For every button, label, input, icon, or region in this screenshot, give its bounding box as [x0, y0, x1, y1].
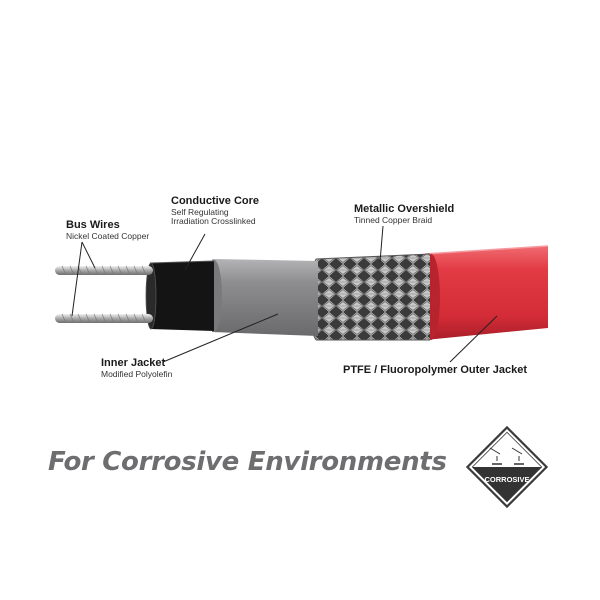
inner-jacket-subtitle: Modified Polyolefin: [101, 368, 173, 379]
callout-inner-jacket: Inner Jacket Modified Polyolefin: [101, 357, 172, 379]
dripping-tubes-icon: [489, 447, 524, 465]
inner-jacket-title: Inner Jacket: [101, 357, 166, 369]
badge-label: CORROSIVE: [484, 475, 529, 484]
leader-lines: [71, 225, 498, 363]
callout-conductive-core: Conductive Core Self Regulating Irradiat…: [171, 195, 259, 227]
conductive-core: [145, 260, 215, 331]
inner-jacket: [206, 259, 318, 336]
bus-wires: [55, 265, 153, 324]
conductive-core-subtitle-2: Irradiation Crosslinked: [171, 216, 256, 227]
bus-wires-title: Bus Wires: [66, 219, 120, 231]
metallic-overshield-title: Metallic Overshield: [354, 203, 455, 215]
conductive-core-title: Conductive Core: [171, 195, 260, 207]
callout-outer-jacket: PTFE / Fluoropolymer Outer Jacket: [343, 364, 527, 377]
callout-bus-wires: Bus Wires Nickel Coated Copper: [66, 219, 149, 241]
callout-metallic-overshield: Metallic Overshield Tinned Copper Braid: [354, 203, 454, 225]
outer-jacket-title: PTFE / Fluoropolymer Outer Jacket: [343, 364, 527, 376]
corrosive-hazard-icon: CORROSIVE: [466, 426, 548, 508]
tagline: For Corrosive Environments: [48, 447, 447, 477]
metallic-overshield-subtitle: Tinned Copper Braid: [354, 214, 433, 225]
metallic-overshield: [308, 253, 431, 341]
bus-wires-subtitle: Nickel Coated Copper: [66, 230, 150, 241]
outer-jacket: [422, 245, 549, 340]
conductive-core-subtitle-1: Self Regulating: [171, 206, 229, 217]
